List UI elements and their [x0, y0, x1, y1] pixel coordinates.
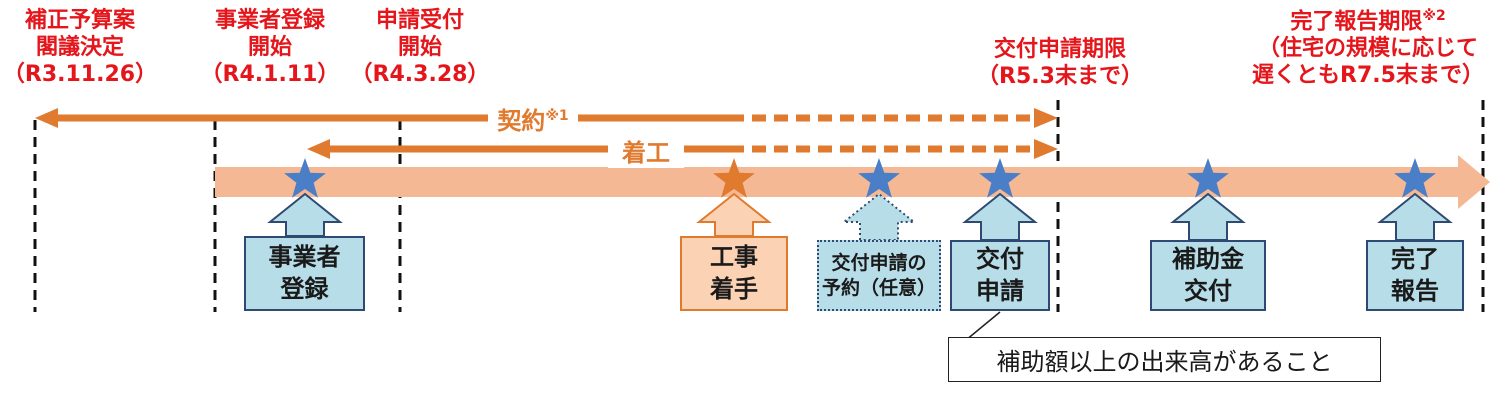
up-arrow-application: [962, 192, 1038, 241]
up-arrow-subsidy: [1170, 192, 1246, 241]
star-construction-start-icon: [713, 158, 755, 198]
step-registration-line1: 事業者: [268, 243, 341, 272]
construction-label-text: 着工: [622, 139, 670, 167]
label-report-line3: 遅くともR7.5末まで）: [1252, 62, 1484, 88]
label-application-start-line2: 開始: [397, 34, 442, 60]
step-completion-line1: 完了: [1391, 245, 1439, 274]
construction-arrow-head: [307, 139, 330, 159]
step-reservation-box: 交付申請の 予約（任意）: [817, 240, 941, 311]
label-report-deadline: 完了報告期限※2 （住宅の規模に応じて 遅くともR7.5末まで）: [1240, 8, 1496, 90]
star-registration-icon: [284, 158, 326, 198]
step-completion-line2: 報告: [1391, 276, 1439, 305]
step-reservation-line2: 予約（任意）: [821, 276, 936, 299]
step-construction-line2: 着手: [710, 274, 758, 303]
contract-arrow-end: [1034, 108, 1058, 128]
label-registration-start: 事業者登録 開始 （R4.1.11）: [175, 8, 365, 88]
step-application-line1: 交付: [976, 245, 1024, 274]
up-arrow-reservation: [841, 192, 917, 241]
contract-arrow-label: 契約※1: [488, 101, 578, 136]
contract-label-text: 契約: [497, 107, 546, 135]
up-arrow-completion: [1377, 192, 1453, 241]
step-application-line2: 申請: [976, 276, 1024, 305]
label-application-start-line1: 申請受付: [375, 8, 464, 33]
contract-arrow-head: [35, 108, 58, 128]
construction-arrow-end: [1034, 139, 1058, 159]
label-registration-line1: 事業者登録: [214, 8, 325, 33]
star-reservation-icon: [858, 158, 900, 198]
label-report-sup: ※2: [1422, 8, 1446, 24]
construction-arrow-label: 着工: [608, 133, 684, 168]
timeline-band: [215, 155, 1490, 209]
step-registration-line2: 登録: [280, 274, 329, 303]
label-report-line1-text: 完了報告期限: [1290, 9, 1423, 35]
step-completion-box: 完了 報告: [1366, 240, 1464, 311]
label-deadline-date: （R5.3末まで）: [977, 63, 1143, 89]
step-application-box: 交付 申請: [950, 240, 1050, 311]
step-registration-box: 事業者 登録: [244, 236, 365, 311]
contract-label-sup: ※1: [545, 108, 569, 124]
star-subsidy-icon: [1187, 158, 1229, 198]
step-subsidy-line2: 交付: [1184, 276, 1232, 305]
step-construction-box: 工事 着手: [680, 236, 788, 311]
note-box: 補助額以上の出来高があること: [948, 337, 1381, 382]
star-completion-icon: [1394, 158, 1436, 198]
label-registration-line2: 開始: [247, 34, 292, 60]
label-registration-date: （R4.1.11）: [200, 61, 340, 87]
label-cabinet: 補正予算案 閣議決定 （R3.11.26）: [0, 8, 160, 88]
step-subsidy-line1: 補助金: [1172, 245, 1244, 274]
label-cabinet-date: （R3.11.26）: [2, 61, 158, 87]
label-application-start: 申請受付 開始 （R4.3.28）: [340, 8, 500, 88]
label-deadline-line1: 交付申請期限: [993, 37, 1126, 62]
note-text: 補助額以上の出来高があること: [996, 348, 1333, 376]
step-reservation-line1: 交付申請の: [831, 251, 927, 274]
step-construction-line1: 工事: [710, 243, 758, 272]
label-application-start-date: （R4.3.28）: [350, 61, 490, 87]
label-report-line1: 完了報告期限※2: [1240, 8, 1496, 36]
star-application-icon: [979, 158, 1021, 198]
step-subsidy-box: 補助金 交付: [1150, 240, 1266, 311]
label-application-deadline: 交付申請期限 （R5.3末まで）: [955, 37, 1165, 91]
label-report-line2: （住宅の規模に応じて: [1257, 36, 1478, 62]
up-arrow-construction: [696, 192, 772, 237]
label-cabinet-line2: 閣議決定: [35, 34, 124, 60]
up-arrow-registration: [267, 192, 343, 237]
label-cabinet-line1: 補正予算案: [24, 8, 135, 33]
